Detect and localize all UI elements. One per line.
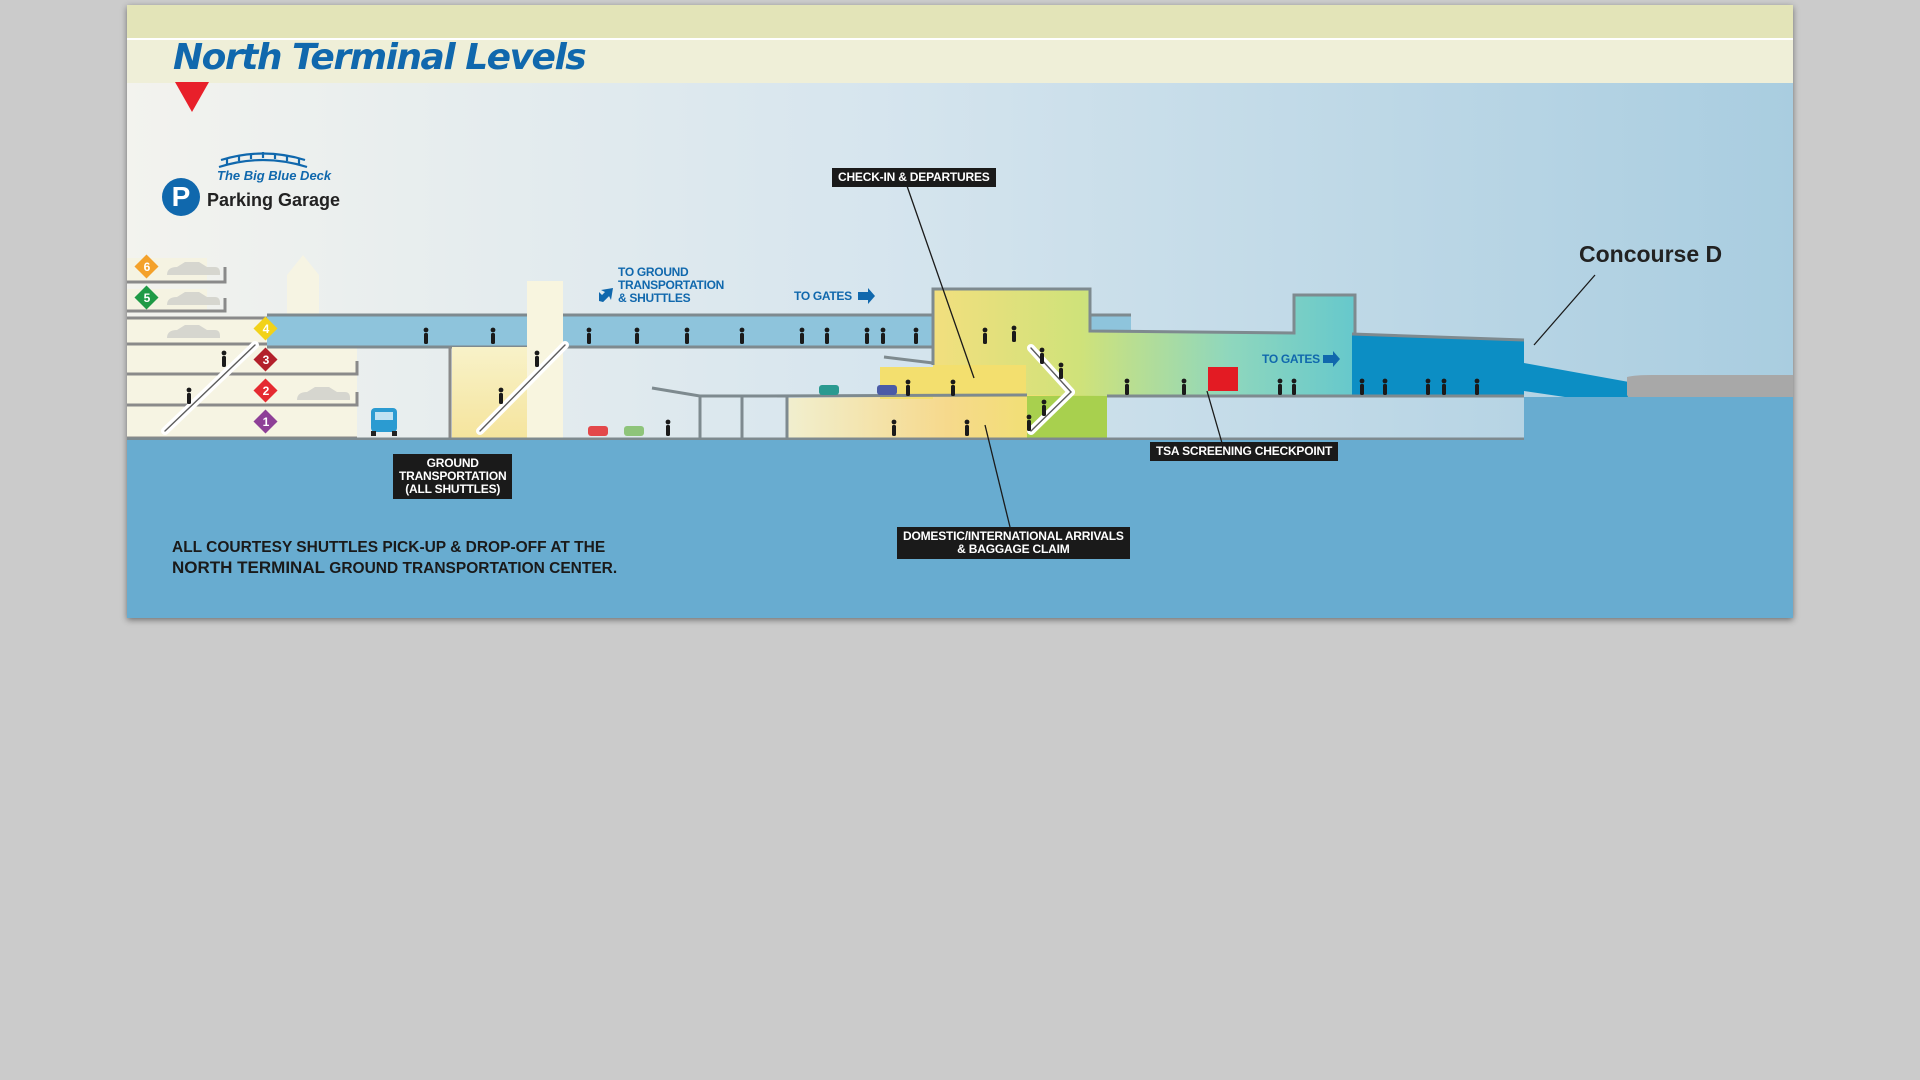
level-3-number: 3 bbox=[262, 353, 270, 367]
to-gates-arrow-2 bbox=[1323, 351, 1340, 367]
level-1-number: 1 bbox=[262, 415, 270, 429]
concourse-label: Concourse D bbox=[1579, 241, 1723, 267]
to-ground-transport-label: TO GROUND TRANSPORTATION & SHUTTLES bbox=[618, 265, 725, 305]
courtesy-line-1: ALL COURTESY SHUTTLES PICK-UP & DROP-OFF… bbox=[172, 539, 606, 556]
level-2-number: 2 bbox=[262, 384, 270, 398]
courtesy-emphasis: NORTH TERMINAL bbox=[172, 558, 325, 577]
level-5-number: 5 bbox=[143, 291, 151, 305]
ground-transport-label: GROUND TRANSPORTATION (ALL SHUTTLES) bbox=[393, 454, 513, 499]
leader-lines bbox=[906, 185, 1596, 528]
level-6-number: 6 bbox=[143, 260, 151, 274]
check-in-label: CHECK-IN & DEPARTURES bbox=[832, 168, 996, 187]
cars bbox=[588, 385, 897, 436]
direction-arrows bbox=[599, 288, 1340, 367]
arrivals-label: DOMESTIC/INTERNATIONAL ARRIVALS & BAGGAG… bbox=[897, 527, 1130, 559]
title-band bbox=[127, 38, 1793, 89]
courtesy-shuttle-note: ALL COURTESY SHUTTLES PICK-UP & DROP-OFF… bbox=[172, 538, 617, 579]
shuttle-bus bbox=[371, 408, 397, 436]
to-gates-label-2: TO GATES bbox=[1262, 352, 1320, 366]
you-are-here-marker-icon bbox=[175, 82, 209, 112]
garage-name: Parking Garage bbox=[207, 190, 341, 210]
terminal-upper-hall bbox=[933, 289, 1355, 397]
level-4-number: 4 bbox=[262, 322, 270, 336]
courtesy-line-2-rest: GROUND TRANSPORTATION CENTER. bbox=[324, 560, 618, 577]
jet-bridge bbox=[1524, 363, 1640, 408]
big-blue-deck-logo bbox=[218, 152, 308, 169]
tsa-checkpoint-booth bbox=[1208, 367, 1238, 391]
to-gates-label-1: TO GATES bbox=[794, 289, 852, 303]
title-band-top bbox=[127, 5, 1793, 38]
courtesy-line-2: NORTH TERMINAL GROUND TRANSPORTATION CEN… bbox=[172, 558, 617, 579]
parking-icon: P bbox=[162, 178, 200, 216]
page-title: North Terminal Levels bbox=[173, 37, 587, 78]
terminal-cross-section bbox=[127, 83, 1793, 618]
roadways bbox=[127, 355, 1524, 441]
passengers bbox=[186, 325, 1480, 436]
concourse-d-block bbox=[1352, 334, 1524, 397]
terminal-levels-card: North Terminal Levels P The Big Blue Dec… bbox=[127, 5, 1793, 618]
deck-name: The Big Blue Deck bbox=[217, 168, 332, 183]
tsa-label: TSA SCREENING CHECKPOINT bbox=[1150, 442, 1339, 461]
to-gates-arrow-1 bbox=[858, 288, 875, 304]
